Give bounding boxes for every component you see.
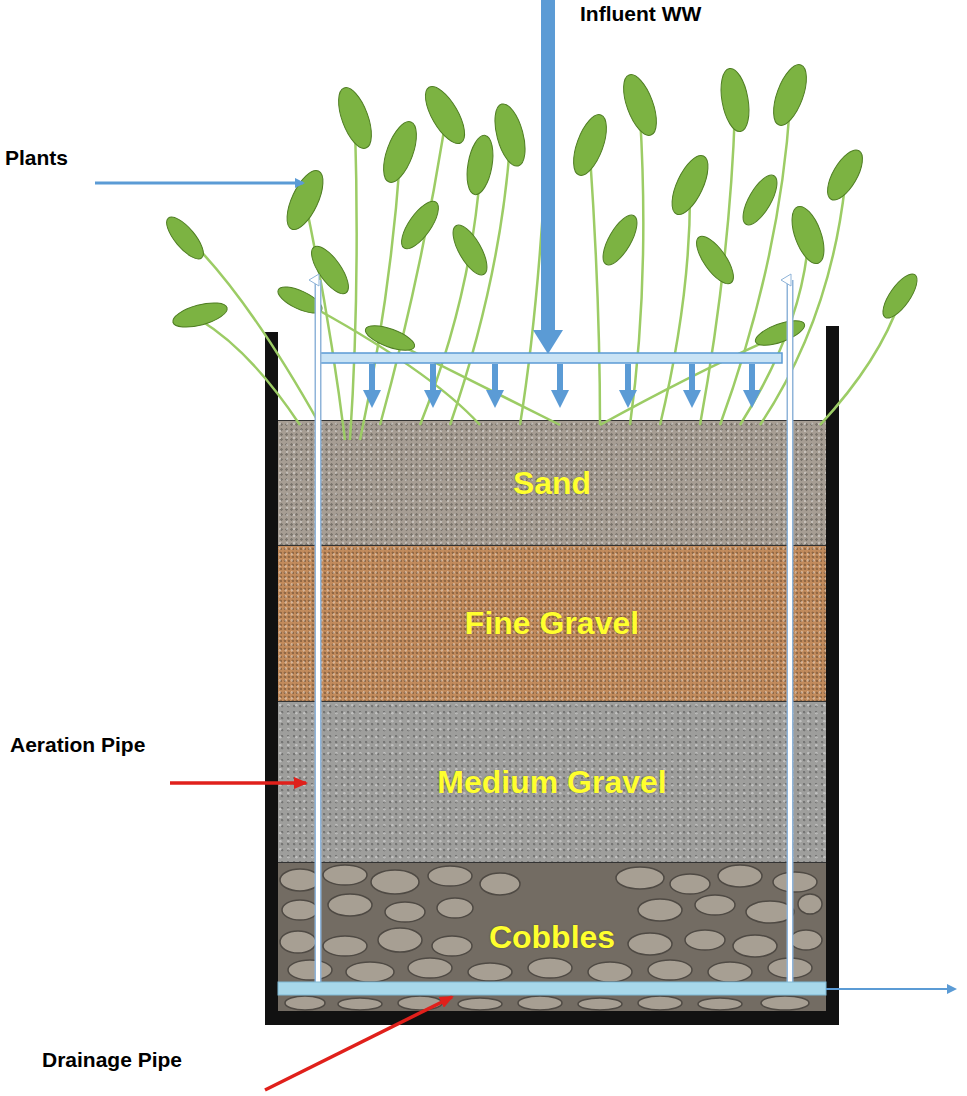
distribution-arrows xyxy=(363,364,761,408)
container-wall xyxy=(826,326,839,1023)
influent-arrowhead xyxy=(533,330,563,354)
plants-label: Plants xyxy=(5,146,68,170)
aeration-label: Aeration Pipe xyxy=(10,733,145,757)
layer-label: Sand xyxy=(513,465,591,502)
distribution-pipe xyxy=(320,353,782,363)
media-layer: Fine Gravel xyxy=(278,545,826,701)
container-base xyxy=(265,1011,839,1025)
drainage-label: Drainage Pipe xyxy=(42,1048,182,1072)
media-layer: Medium Gravel xyxy=(278,701,826,862)
container-wall xyxy=(265,332,278,1025)
outflow-arrow xyxy=(826,988,955,990)
drainage-pipe xyxy=(278,982,826,995)
influent-pipe xyxy=(541,0,555,335)
aeration-pipes xyxy=(318,280,790,985)
layer-label: Cobbles xyxy=(489,919,615,956)
leader-arrow xyxy=(265,997,452,1090)
inflow-label: Influent WW xyxy=(580,2,701,26)
leader-arrow xyxy=(95,182,303,185)
layer-label: Fine Gravel xyxy=(465,605,639,642)
leader-arrow xyxy=(170,781,306,785)
layer-label: Medium Gravel xyxy=(437,764,666,801)
